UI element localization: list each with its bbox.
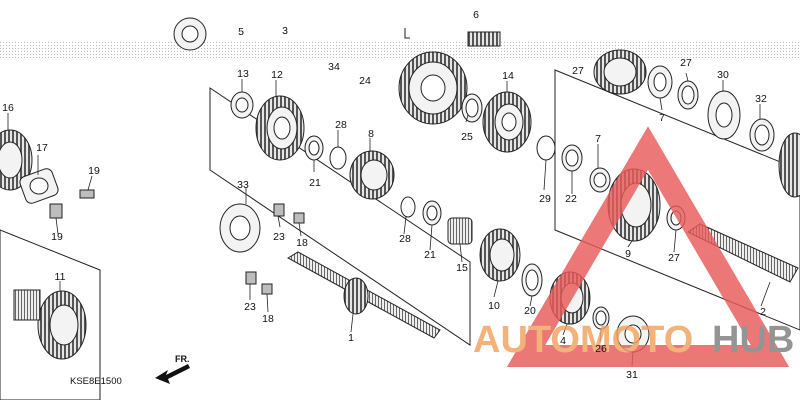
fixing-plate-part-17	[19, 168, 59, 204]
callouts: 5 3 6 34 24 27 27 13 12 14 30 32 7 25 28…	[2, 9, 767, 381]
gear-part-8	[349, 150, 395, 200]
callout-28-lower: 28	[399, 233, 411, 245]
callout-10: 10	[488, 300, 500, 312]
callout-1: 1	[348, 332, 354, 344]
callout-28-upper: 28	[335, 119, 347, 131]
gear-part-6	[467, 31, 501, 47]
washer-part-25	[461, 93, 483, 123]
bearing-part-31	[616, 315, 650, 353]
callout-16: 16	[2, 102, 14, 114]
callout-23-upper: 23	[273, 231, 285, 243]
callout-3: 3	[282, 25, 288, 37]
callout-12: 12	[271, 69, 283, 81]
watermark-text-part1: AUTOMOTO	[473, 319, 693, 361]
washer-part-21a	[304, 135, 324, 161]
callout-31: 31	[626, 369, 638, 381]
needle-bearing-part-15	[447, 217, 473, 245]
front-direction-arrow: FR.	[155, 354, 190, 384]
countershaft-frame	[209, 87, 471, 346]
callout-29: 29	[539, 193, 551, 205]
gear-part-11	[37, 290, 87, 360]
callout-27-ring: 27	[680, 57, 692, 69]
callout-21-upper: 21	[309, 177, 321, 189]
gear-part-12	[255, 95, 305, 161]
callout-18-upper: 18	[296, 237, 308, 249]
callout-27-top: 27	[572, 65, 584, 77]
shaft-end-left	[13, 289, 41, 321]
callout-26: 26	[595, 343, 607, 355]
bearing-part-5	[173, 17, 207, 51]
bushing-part-13	[230, 91, 254, 119]
callout-22: 22	[565, 193, 577, 205]
callout-19-upper: 19	[88, 165, 100, 177]
bolt-part-18b	[261, 283, 273, 295]
bushing-part-7a	[589, 167, 611, 193]
callout-8: 8	[368, 128, 374, 140]
bolt-part-19a	[79, 189, 95, 199]
callout-4: 4	[560, 335, 566, 347]
watermark: AUTOMOTO HUB	[473, 126, 794, 367]
countershaft-part-1	[286, 251, 441, 339]
circlip-part-28b	[400, 196, 416, 218]
washer-part-20	[521, 263, 543, 297]
bolt-part-19b	[49, 203, 63, 219]
callout-15: 15	[456, 262, 468, 274]
callout-21-lower: 21	[424, 249, 436, 261]
diagram-code: KSE8E1500	[70, 376, 122, 387]
circlip-part-29	[536, 135, 556, 161]
callout-30: 30	[717, 69, 729, 81]
callout-14: 14	[502, 70, 514, 82]
callout-18-lower: 18	[262, 313, 274, 325]
callout-32: 32	[755, 93, 767, 105]
watermark-triangle	[506, 126, 790, 367]
washer-part-21b	[422, 200, 442, 226]
fr-label: FR.	[175, 354, 190, 364]
callout-25: 25	[461, 131, 473, 143]
leader-lines	[7, 72, 771, 367]
bolt-part-18a	[293, 212, 305, 224]
gear-part-14	[482, 91, 532, 153]
callout-17: 17	[36, 142, 48, 154]
washer-part-22	[561, 144, 583, 172]
callout-7-mid: 7	[595, 133, 601, 145]
washer-part-27a-ring	[677, 80, 699, 110]
setting-plate-part-23a	[273, 203, 285, 217]
oil-seal-part-32	[749, 118, 775, 152]
callout-24: 24	[359, 75, 371, 87]
left-frame	[0, 229, 101, 400]
setting-plate-part-23b	[245, 271, 257, 285]
gear-part-10	[479, 228, 521, 282]
scan-noise-band	[0, 40, 800, 58]
watermark-text-part2: HUB	[712, 319, 794, 361]
callout-5: 5	[238, 26, 244, 38]
callout-34: 34	[328, 61, 340, 73]
callout-20: 20	[524, 305, 536, 317]
callout-33: 33	[237, 179, 249, 191]
callout-13: 13	[237, 68, 249, 80]
gear-part-27-top	[593, 49, 647, 95]
bearing-part-33	[219, 203, 261, 253]
sprocket-right-edge	[778, 132, 800, 198]
drive-sprocket-part-16	[0, 129, 33, 191]
callout-7-right: 7	[659, 112, 665, 124]
callout-6: 6	[473, 9, 479, 21]
callout-19-lower: 19	[51, 231, 63, 243]
callout-9: 9	[625, 248, 631, 260]
top-frame-corner	[404, 28, 410, 39]
callout-23-lower: 23	[244, 301, 256, 313]
bushing-part-7b	[647, 65, 673, 99]
callout-11: 11	[55, 271, 66, 283]
callout-2: 2	[760, 306, 766, 318]
callout-27-lower: 27	[668, 252, 680, 264]
bearing-part-30	[707, 90, 741, 140]
gear-part-24-cluster	[398, 51, 468, 125]
circlip-part-28a	[329, 146, 347, 170]
